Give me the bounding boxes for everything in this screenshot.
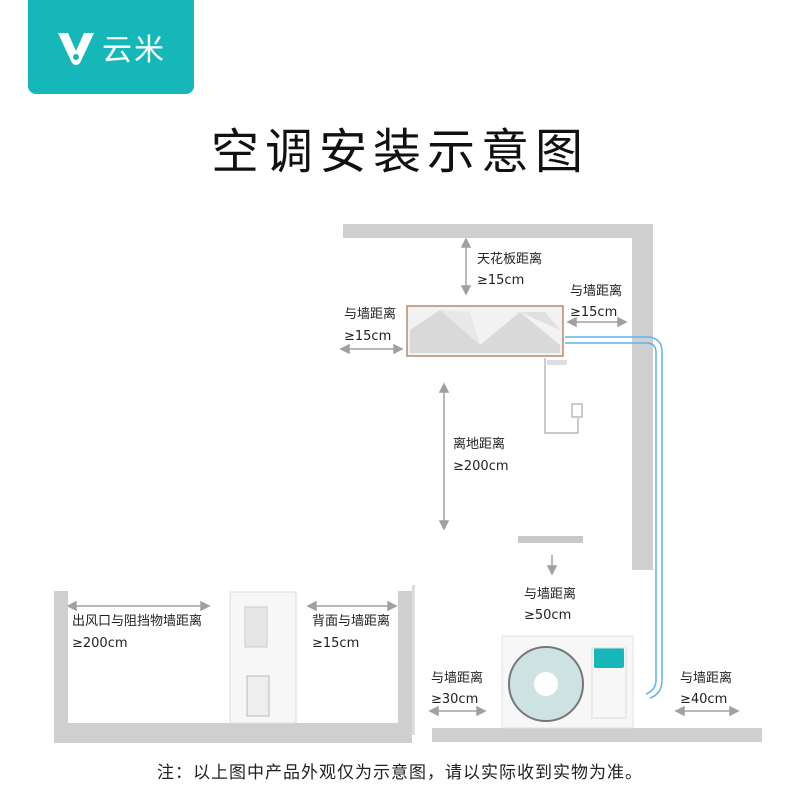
outdoor-top-wall-label: 与墙距离 — [524, 587, 577, 602]
brand-logo: 云米 — [28, 0, 194, 94]
ceiling-wall — [343, 224, 653, 238]
ceiling-distance-label: 天花板距离 — [477, 252, 543, 267]
ceiling-distance-value: ≥15cm — [477, 273, 525, 288]
page-title: 空调安装示意图 — [210, 124, 589, 180]
outdoor-top-wall-value: ≥50cm — [524, 608, 572, 623]
outdoor-unit-front-view — [501, 635, 634, 729]
brand-name: 云米 — [102, 33, 166, 68]
indoor-left-wall-label: 与墙距离 — [344, 307, 397, 322]
outdoor-right-wall-value: ≥40cm — [680, 692, 728, 707]
outlet-distance-label: 出风口与阻挡物墙距离 — [72, 614, 203, 629]
back-distance-value: ≥15cm — [312, 636, 360, 651]
outlet-distance-value: ≥200cm — [72, 636, 128, 651]
outdoor-left-wall-label: 与墙距离 — [431, 671, 484, 686]
outdoor-right-wall-label: 与墙距离 — [680, 671, 733, 686]
back-distance-label: 背面与墙距离 — [312, 614, 391, 629]
disclaimer-note: 注：以上图中产品外观仅为示意图，请以实际收到实物为准。 — [157, 763, 643, 783]
dimension-arrows — [66, 237, 740, 717]
indoor-right-wall-value: ≥15cm — [570, 305, 618, 320]
refrigerant-pipe — [565, 336, 663, 699]
indoor-unit — [406, 305, 567, 365]
outdoor-left-wall-value: ≥30cm — [431, 692, 479, 707]
indoor-left-wall-value: ≥15cm — [344, 329, 392, 344]
indoor-right-wall-label: 与墙距离 — [570, 284, 623, 299]
right-wall — [632, 224, 653, 570]
viomi-v-icon — [58, 33, 94, 65]
floor-distance-value: ≥200cm — [453, 459, 509, 474]
outdoor-unit-side-view — [229, 591, 297, 724]
floor-distance-label: 离地距离 — [453, 437, 506, 452]
